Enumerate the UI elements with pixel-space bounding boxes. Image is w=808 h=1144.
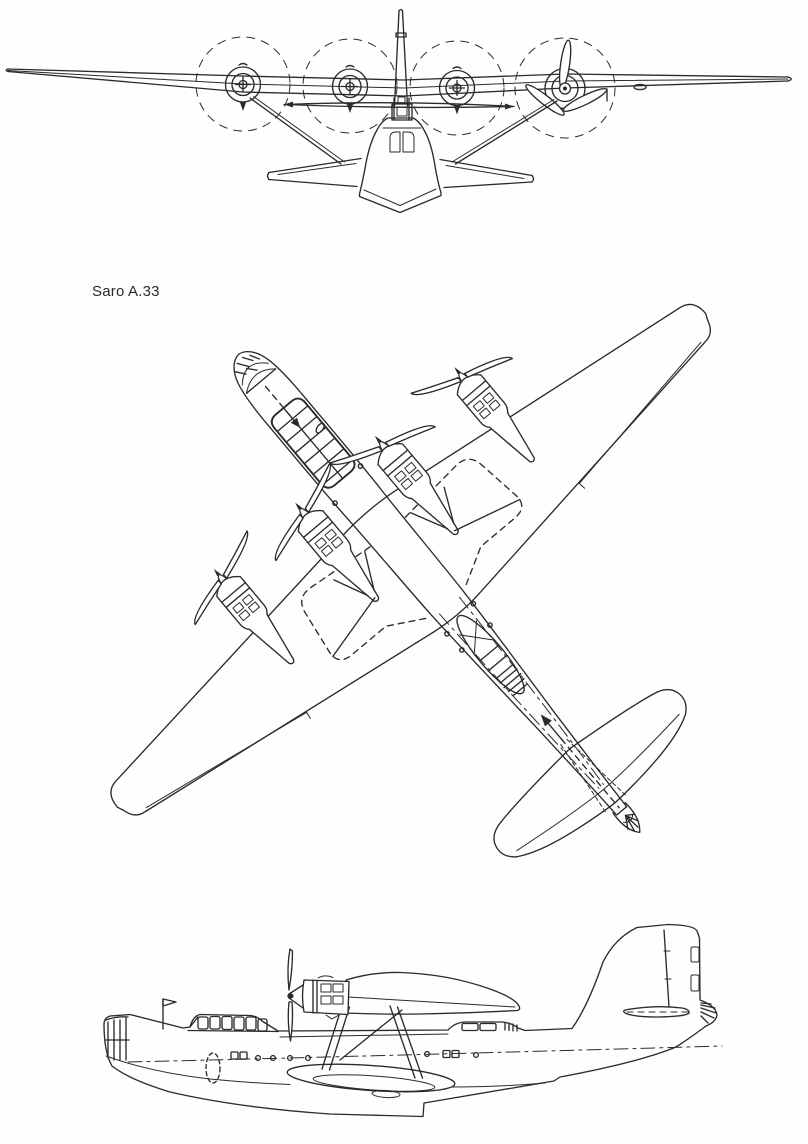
- side-tail-turret: [701, 1003, 716, 1023]
- wing-light-icon: [634, 84, 646, 89]
- front-tailplane: [284, 101, 514, 110]
- front-engine-1: [226, 64, 261, 111]
- side-spinner: [288, 985, 303, 1008]
- front-wing: [6, 69, 791, 101]
- aircraft-type-label: Saro A.33: [92, 283, 160, 300]
- front-view: [6, 10, 791, 213]
- plan-engine-outer-right: [411, 329, 571, 493]
- side-dorsal-fairing-windows: [462, 1023, 517, 1031]
- front-struts: [250, 97, 557, 165]
- plan-wing: [75, 263, 751, 861]
- plan-engine-outer-left: [171, 531, 331, 695]
- front-engine-3: [440, 67, 475, 115]
- front-sponson-right: [440, 160, 534, 188]
- plan-view: [0, 107, 808, 1079]
- plan-engine-nacelles: [171, 329, 576, 700]
- plan-dorsal-hatch: [449, 608, 574, 750]
- front-canopy-windows: [390, 132, 414, 152]
- plan-fuselage: [220, 339, 640, 826]
- side-nose-turret: [106, 1017, 129, 1060]
- side-canopy: [188, 1017, 278, 1032]
- front-sponson-left: [268, 159, 362, 187]
- plan-sponson-hidden-outline: [290, 448, 695, 865]
- side-propeller: [288, 949, 294, 1041]
- plan-portholes: [324, 463, 496, 655]
- side-view: [104, 925, 722, 1117]
- side-mast: [163, 999, 176, 1029]
- plan-engine-inner-left: [250, 463, 417, 634]
- side-struts: [322, 1006, 423, 1078]
- propeller-blades-icon: [523, 40, 608, 119]
- side-fin-rudder: [664, 930, 699, 1007]
- front-engine-4-propeller: [523, 40, 608, 119]
- side-wing: [346, 972, 520, 1014]
- side-portholes: [206, 1051, 478, 1084]
- side-engine: [288, 949, 349, 1041]
- plan-fuselage-hatch-oval: [315, 422, 326, 434]
- front-fin: [392, 10, 412, 121]
- plan-strut-lines: [294, 454, 519, 657]
- side-hull: [104, 925, 722, 1117]
- plan-cockpit-canopy: [268, 395, 358, 491]
- plan-centerline-arrow-aft: [540, 714, 567, 744]
- plan-engine-inner-right: [330, 396, 497, 567]
- front-engine-2: [333, 66, 368, 113]
- plan-tailplane: [470, 662, 711, 885]
- side-sponson: [286, 1060, 455, 1099]
- front-hull: [360, 118, 442, 213]
- plan-tail-turret: [613, 802, 646, 837]
- plan-nose-turret: [227, 346, 275, 393]
- front-propeller-disc-dashed: [196, 37, 615, 138]
- side-tailplane: [624, 1007, 689, 1017]
- front-engine-nacelles: [226, 40, 609, 119]
